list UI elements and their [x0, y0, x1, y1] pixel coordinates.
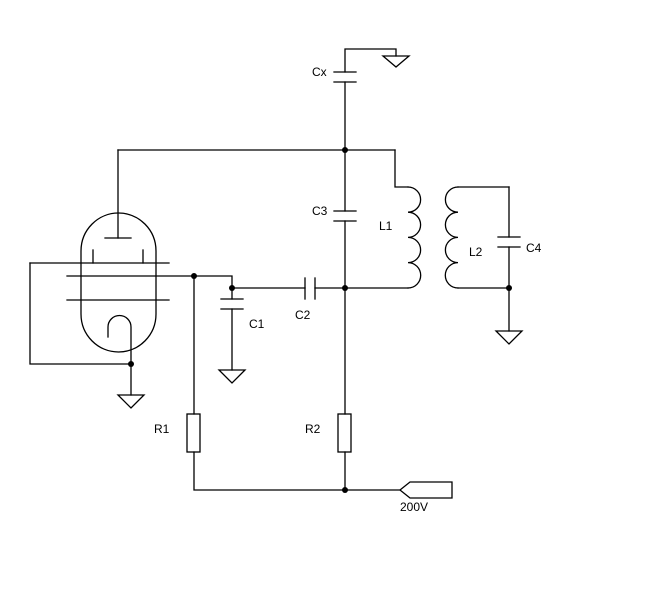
ground-icon: [217, 369, 247, 384]
ground-icon: [494, 330, 524, 345]
ground-icon: [116, 394, 146, 409]
inductor-l2: [444, 186, 459, 289]
label-r2: R2: [305, 422, 321, 436]
label-c2: C2: [295, 308, 311, 322]
label-c3: C3: [312, 204, 328, 218]
wire-grid2-to-c1: [193, 275, 233, 300]
tube-envelope: [80, 212, 157, 353]
wire-cx-upper: [344, 48, 397, 73]
resistor-r1: [186, 413, 201, 453]
ground-icon: [381, 55, 411, 68]
inductor-l1: [407, 186, 422, 289]
junction-l2-c4: [506, 285, 512, 291]
wire-grid1-to-cathode: [29, 262, 132, 365]
label-c4: C4: [526, 241, 542, 255]
label-l2: L2: [469, 245, 483, 259]
label-cx: Cx: [312, 65, 327, 79]
label-c1: C1: [249, 317, 265, 331]
label-r1: R1: [154, 422, 170, 436]
resistor-r2: [337, 413, 352, 453]
vacuum-tube: [29, 149, 195, 365]
supply-port-icon: [398, 481, 453, 499]
label-l1: L1: [379, 219, 393, 233]
wire-r1-lower: [193, 451, 346, 491]
wire-l1-top: [394, 149, 409, 188]
cathode-heater: [107, 314, 132, 365]
label-supply: 200V: [400, 500, 428, 514]
